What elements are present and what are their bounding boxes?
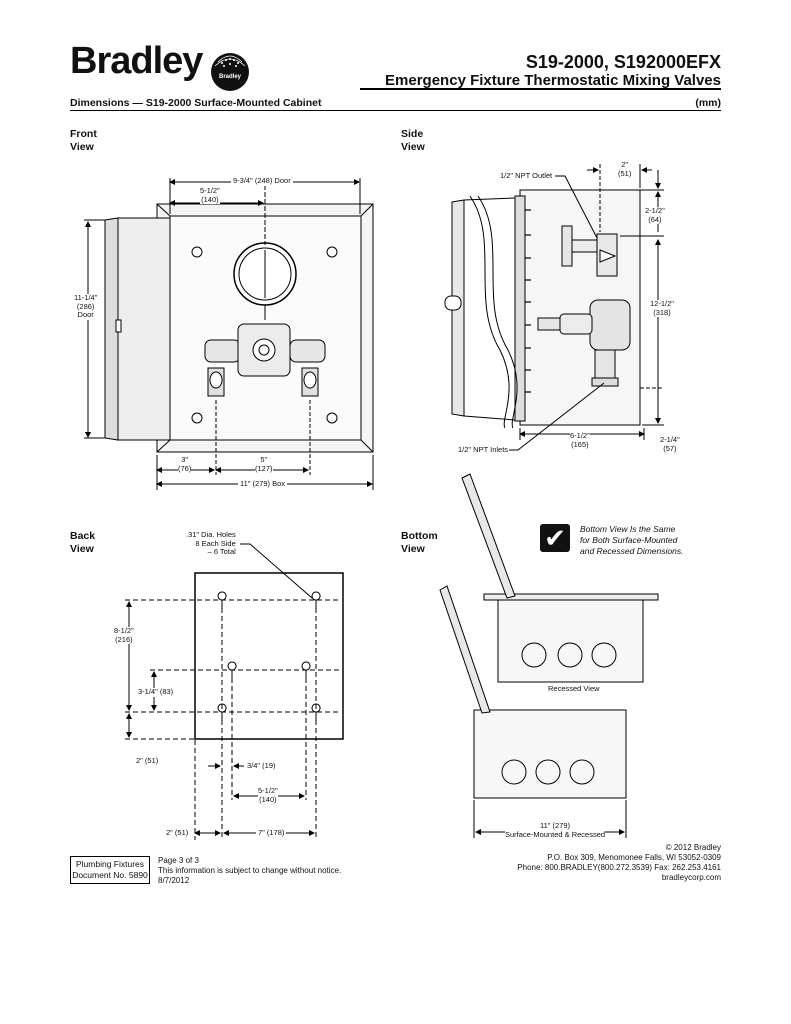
side-view-drawing <box>444 164 664 451</box>
dim-inlet-spacing: 5"(127) <box>255 455 273 473</box>
brand-logo: Bradley <box>70 40 203 82</box>
website-link[interactable]: bradleycorp.com <box>661 873 721 882</box>
dim-side-height: 12-1/2"(318) <box>650 299 674 317</box>
checkmark-icon: ✔ <box>540 524 570 552</box>
dim-back-v2: 3-1/4" (83) <box>137 687 175 697</box>
bottom-view-note: Bottom View Is the Same for Both Surface… <box>580 524 684 556</box>
dim-back-h2: 5-1/2"(140) <box>258 786 278 804</box>
dim-center-offset: 5-1/2"(140) <box>200 186 220 204</box>
page-info: Page 3 of 3 This information is subject … <box>158 856 342 885</box>
bottom-view-drawing <box>439 473 659 838</box>
dim-left-inlet: 3"(76) <box>178 455 192 473</box>
seal-text: Bradley <box>218 74 241 80</box>
dim-back-v1: 8-1/2"(216) <box>114 626 134 644</box>
label-recessed-view: Recessed View <box>548 684 600 693</box>
dim-box-width: 11" (279) Box <box>238 479 288 489</box>
dim-bottom-rise: 2-1/4"(57) <box>660 435 680 453</box>
page-subtitle: Emergency Fixture Thermostatic Mixing Va… <box>385 72 721 89</box>
dim-door-width: 9-3/4" (248) Door <box>231 176 293 186</box>
dim-door-height: 11-1/4"(286)Door <box>74 293 98 320</box>
dim-back-h3-left: 2" (51) <box>166 828 189 837</box>
dim-side-depth-top: 2"(51) <box>618 160 632 178</box>
company-contact: © 2012 Bradley P.O. Box 309, Menomonee F… <box>517 843 721 882</box>
label-npt-outlet: 1/2" NPT Outlet <box>500 171 553 180</box>
dim-back-h3: 7" (178) <box>256 828 287 838</box>
dim-outlet-drop: 2-1/2"(64) <box>645 206 665 224</box>
dim-inlet-depth: 6-1/2"(165) <box>570 431 590 449</box>
front-view-drawing <box>84 178 374 490</box>
label-npt-inlets: 1/2" NPT Inlets <box>458 445 509 454</box>
header-rule <box>360 88 721 90</box>
section-rule <box>70 110 721 111</box>
document-number-box: Plumbing Fixtures Document No. 5890 <box>70 856 150 884</box>
dim-bottom-width: 11" (279)Surface-Mounted & Recessed <box>505 821 606 839</box>
dim-back-v3: 2" (51) <box>136 756 159 766</box>
page-title: S19-2000, S192000EFX <box>525 52 721 72</box>
section-heading: Dimensions — S19-2000 Surface-Mounted Ca… <box>70 97 322 109</box>
units-label: (mm) <box>695 97 721 109</box>
dim-back-h1: 3/4" (19) <box>247 761 276 770</box>
back-view-drawing <box>125 543 344 840</box>
